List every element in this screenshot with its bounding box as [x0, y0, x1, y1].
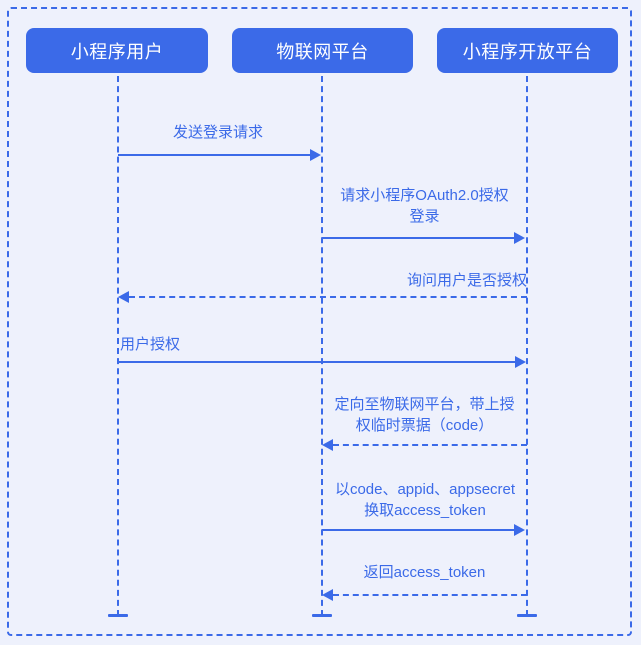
lifeline-iot-platform	[321, 76, 323, 616]
lifeline-foot-iot-platform	[312, 614, 332, 617]
message-label-1: 发送登录请求	[172, 124, 263, 141]
lifeline-foot-miniprogram-user	[108, 614, 128, 617]
message-arrowhead-7	[322, 589, 333, 601]
message-label-7: 返回access_token	[363, 564, 486, 581]
message-arrowhead-2	[514, 232, 525, 244]
message-arrowhead-6	[514, 524, 525, 536]
message-arrowhead-3	[118, 291, 129, 303]
actor-label-miniprogram-open-platform: 小程序开放平台	[462, 41, 593, 62]
message-arrowhead-5	[322, 439, 333, 451]
message-line-1[interactable]	[118, 154, 311, 156]
message-label-3: 询问用户是否授权	[406, 272, 527, 289]
diagram-frame-border	[7, 7, 632, 636]
actor-label-iot-platform: 物联网平台	[276, 41, 369, 62]
actor-box-miniprogram-open-platform[interactable]: 小程序开放平台	[437, 28, 618, 73]
lifeline-miniprogram-open-platform	[526, 76, 528, 616]
message-label-6: 以code、appid、appsecret 换取access_token	[334, 481, 516, 519]
message-arrowhead-4	[515, 356, 526, 368]
lifeline-miniprogram-user	[117, 76, 119, 616]
message-arrowhead-1	[310, 149, 321, 161]
message-line-4[interactable]	[118, 361, 516, 363]
lifeline-foot-miniprogram-open-platform	[517, 614, 537, 617]
actor-label-miniprogram-user: 小程序用户	[70, 41, 164, 62]
message-line-6[interactable]	[322, 529, 515, 531]
message-line-3[interactable]	[129, 296, 527, 298]
actor-box-miniprogram-user[interactable]: 小程序用户	[26, 28, 208, 73]
message-line-7[interactable]	[333, 594, 527, 596]
message-label-2: 请求小程序OAuth2.0授权 登录	[340, 187, 509, 225]
message-line-2[interactable]	[322, 237, 515, 239]
message-label-5: 定向至物联网平台，带上授 权临时票据（code）	[334, 396, 515, 434]
message-label-4: 用户授权	[120, 336, 181, 353]
message-line-5[interactable]	[333, 444, 527, 446]
actor-box-iot-platform[interactable]: 物联网平台	[232, 28, 413, 73]
